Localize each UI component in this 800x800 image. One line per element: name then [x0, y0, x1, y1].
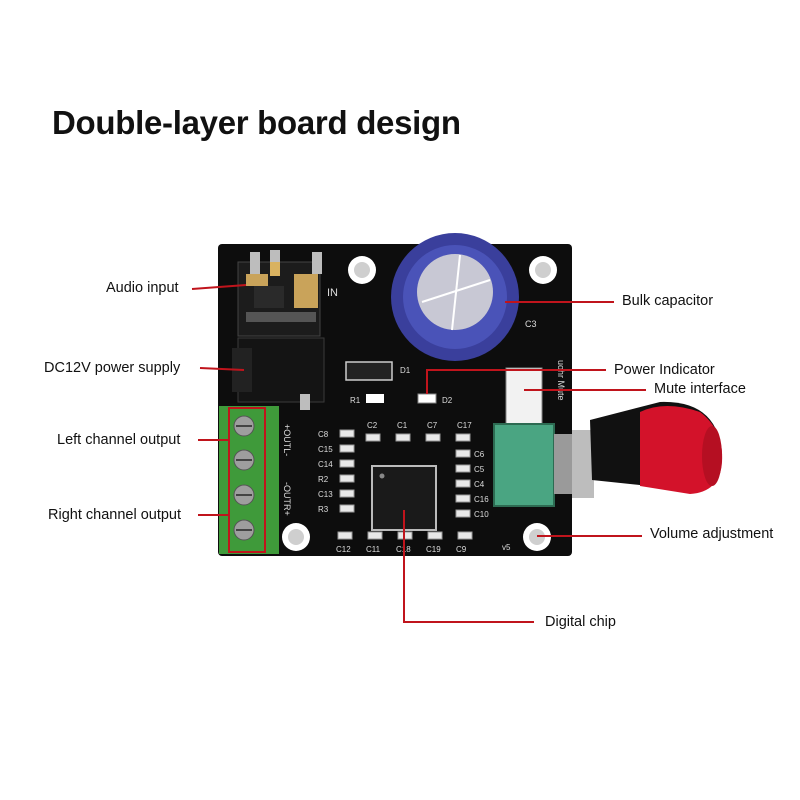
label-volume-adjustment: Volume adjustment [650, 526, 774, 542]
silk-r2: R2 [318, 475, 329, 484]
silk-v5: v5 [502, 543, 511, 552]
silk-c19: C19 [426, 545, 441, 554]
mount-hole-top-left [348, 256, 376, 284]
silk-c11: C11 [366, 545, 381, 554]
part-r2 [339, 474, 355, 483]
part-c1 [395, 433, 411, 442]
audio-jack [237, 250, 322, 337]
part-r3 [339, 504, 355, 513]
mount-hole-top-right [529, 256, 557, 284]
label-digital-chip: Digital chip [545, 614, 616, 630]
silk-in: IN [327, 287, 338, 299]
silk-outl: +OUTL- [282, 424, 292, 456]
parts-top-group: C2 C1 C7 C17 [365, 421, 472, 442]
silk-c5: C5 [474, 465, 485, 474]
part-c10 [455, 509, 471, 518]
silk-c17: C17 [457, 421, 472, 430]
mute-connector [505, 367, 543, 427]
part-c19 [427, 531, 443, 540]
silk-r3: R3 [318, 505, 329, 514]
label-mute-interface: Mute interface [654, 381, 746, 397]
silk-c9: C9 [456, 545, 467, 554]
part-c8 [339, 429, 355, 438]
silk-r1: R1 [350, 396, 361, 405]
silk-c7: C7 [427, 421, 438, 430]
part-c7 [425, 433, 441, 442]
silk-c10: C10 [474, 510, 489, 519]
silk-c6: C6 [474, 450, 485, 459]
label-power-indicator: Power Indicator [614, 362, 715, 378]
silk-c4: C4 [474, 480, 485, 489]
page-title: Double-layer board design [52, 104, 461, 141]
part-c14 [339, 459, 355, 468]
leader-power-indicator [426, 369, 606, 394]
dc-power-jack [232, 337, 325, 410]
leader-dc-power [199, 367, 245, 371]
label-bulk-capacitor: Bulk capacitor [622, 293, 714, 309]
label-audio-input: Audio input [106, 280, 179, 296]
bulk-capacitor [391, 233, 519, 361]
led-d2 [417, 393, 437, 404]
silk-d1: D1 [400, 366, 411, 375]
part-c9 [457, 531, 473, 540]
silk-c8: C8 [318, 430, 329, 439]
part-c4 [455, 479, 471, 488]
terminal-block [219, 406, 279, 554]
part-c11 [367, 531, 383, 540]
part-c13 [339, 489, 355, 498]
silk-c12: C12 [336, 545, 351, 554]
label-dc-power: DC12V power supply [44, 360, 181, 376]
label-right-channel: Right channel output [48, 507, 182, 523]
part-c2 [365, 433, 381, 442]
silk-outr: -OUTR+ [282, 482, 292, 516]
resistor-r1 [366, 394, 384, 403]
label-left-channel: Left channel output [57, 432, 181, 448]
part-c15 [339, 444, 355, 453]
diode-d1 [345, 361, 393, 381]
part-c5 [455, 464, 471, 473]
silk-c3: C3 [525, 319, 537, 329]
part-c17 [455, 433, 471, 442]
silk-c13: C13 [318, 490, 333, 499]
silk-d2: D2 [442, 396, 453, 405]
mount-hole-bottom-left [282, 523, 310, 551]
silk-c1: C1 [397, 421, 408, 430]
silk-c16: C16 [474, 495, 489, 504]
leader-digital-chip [403, 510, 534, 623]
part-c6 [455, 449, 471, 458]
part-c12 [337, 531, 353, 540]
volume-knob [590, 401, 723, 494]
leader-audio-input [191, 284, 247, 290]
potentiometer [493, 423, 594, 507]
part-c16 [455, 494, 471, 503]
silk-mute-text: uohr Mute [556, 360, 566, 401]
silk-c15: C15 [318, 445, 333, 454]
silk-c2: C2 [367, 421, 378, 430]
silk-c14: C14 [318, 460, 333, 469]
